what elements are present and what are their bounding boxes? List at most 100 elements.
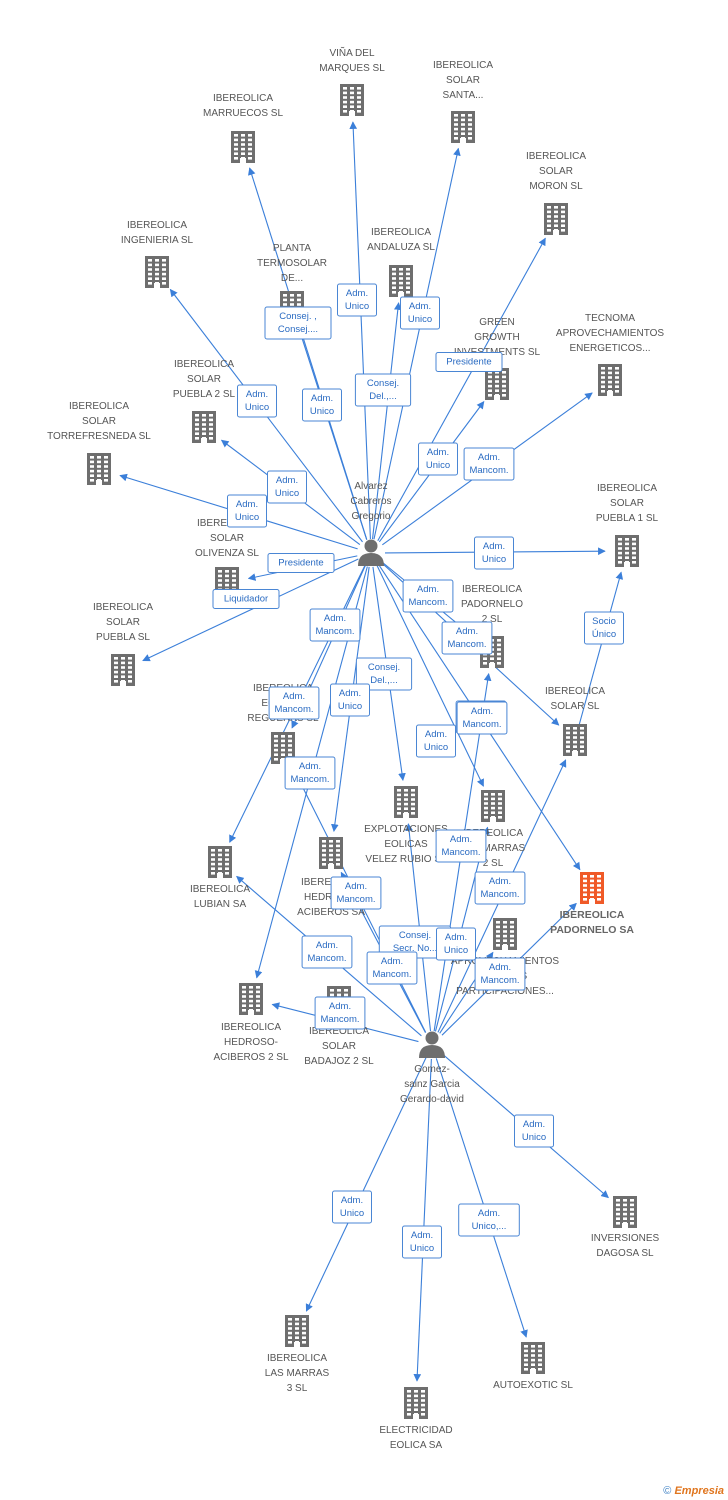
- edge-label-alvarez-moron[interactable]: Presidente: [435, 352, 503, 372]
- building-window: [397, 807, 401, 810]
- building-window: [162, 263, 166, 267]
- building-window: [248, 134, 252, 137]
- building-window: [249, 995, 253, 998]
- building-window: [256, 995, 260, 998]
- node-label: IBEREOLICA: [174, 359, 234, 370]
- edge-label-gomez-hedrosoSA[interactable]: Adm.Mancom.: [366, 951, 418, 985]
- edge-label-gomez-padornelo[interactable]: Adm.Mancom.: [474, 871, 526, 905]
- edge-label-alvarez-regueras[interactable]: Adm.Mancom.: [309, 608, 361, 642]
- node-label: GREEN: [479, 317, 515, 328]
- node-autoexotic[interactable]: AUTOEXOTIC SL: [493, 1342, 573, 1391]
- building-window: [498, 797, 502, 801]
- edge-label-alvarez-marras2[interactable]: Adm.Unico: [416, 724, 456, 758]
- edge-label-gomez-marras2[interactable]: Adm.Mancom.: [435, 829, 487, 863]
- edge-label-alvarez-puebla[interactable]: Liquidador: [212, 589, 280, 609]
- edge-label-alvarez-santa[interactable]: Adm.Unico: [400, 296, 440, 330]
- building-window: [302, 1341, 306, 1344]
- edge-label-alvarez-solar[interactable]: Adm.Mancom.: [441, 621, 493, 655]
- edge-label-alvarez-hedrosoSA[interactable]: Adm.Unico: [330, 683, 370, 717]
- node-label: ACIBEROS 2 SL: [213, 1052, 288, 1063]
- building-window: [295, 1331, 299, 1335]
- edge-label-alvarez-torre[interactable]: Adm.Unico: [227, 494, 267, 528]
- edge-label-box: [366, 951, 418, 985]
- edge-label-alvarez-olivenza[interactable]: Presidente: [267, 553, 335, 573]
- edge-label-gomez-electricidad[interactable]: Adm.Unico: [402, 1225, 442, 1259]
- edge-label-alvarez-velez[interactable]: Consej.Del.,...: [355, 657, 413, 691]
- building-window: [399, 277, 403, 280]
- node-label: IBEREOLICA: [462, 584, 522, 595]
- node-santa[interactable]: IBEREOLICASOLARSANTA...: [433, 60, 493, 143]
- building-window: [497, 639, 501, 642]
- edge-label-box: [400, 296, 440, 330]
- edge-label-alvarez-puebla2[interactable]: Adm.Unico: [302, 388, 342, 422]
- edge-label-text: Consej.: [368, 662, 400, 673]
- node-label: VIÑA DEL: [329, 46, 374, 59]
- edge-label-gomez-aprov[interactable]: Adm.Mancom.: [474, 957, 526, 991]
- building-window: [288, 1336, 292, 1339]
- edge-label-alvarez-marruecos[interactable]: Adm.Unico: [237, 384, 277, 418]
- edge-label-gomez-autoexotic[interactable]: Adm.Unico,...: [458, 1203, 520, 1237]
- edge-label-gomez-lubian[interactable]: Adm.Mancom.: [301, 935, 353, 969]
- building-window: [343, 110, 347, 113]
- edge-label-alvarez-lubian[interactable]: Adm.Mancom.: [268, 686, 320, 720]
- edge-label-alvarez-green[interactable]: Adm.Unico: [418, 442, 458, 476]
- edge-label-alvarez-hedroso2[interactable]: Adm.Mancom.: [284, 756, 336, 790]
- edge-label-alvarez-planta[interactable]: Consej. ,Consej....: [264, 306, 332, 340]
- building-window: [295, 1318, 299, 1321]
- building-icon: [544, 203, 568, 235]
- edge-label-gomez-solar[interactable]: Adm.Mancom.: [456, 701, 508, 735]
- node-tecnoma[interactable]: TECNOMAAPROVECHAMIENTOSENERGETICOS...: [556, 313, 664, 396]
- edge-label-alvarez-ingenieria[interactable]: Adm.Unico: [267, 470, 307, 504]
- edge-label-alvarez-tecnoma[interactable]: Adm.Mancom.: [463, 447, 515, 481]
- edge-label-alvarez-padornelo2[interactable]: Adm.Mancom.: [402, 579, 454, 613]
- edge-alvarez-planta: [297, 327, 368, 540]
- edge-label-gomez-marras3[interactable]: Adm.Unico: [332, 1190, 372, 1224]
- building-window: [618, 538, 622, 541]
- edge-alvarez-marras2: [376, 565, 484, 787]
- building-window: [288, 735, 292, 738]
- node-olivenza[interactable]: IBEREOLICASOLAROLIVENZA SL: [195, 518, 259, 599]
- building-window: [218, 579, 222, 582]
- edge-label-gomez-hedroso2[interactable]: Adm.Mancom.: [314, 996, 366, 1030]
- credit[interactable]: © Empresia: [663, 1485, 724, 1497]
- edge-label-gomez-regueras[interactable]: Adm.Mancom.: [330, 876, 382, 910]
- edge-alvarez-vina: [349, 121, 371, 540]
- edge-label-box: [301, 935, 353, 969]
- building-window: [615, 380, 619, 384]
- edge-label-alvarez-andaluza[interactable]: Consej.Del.,...: [354, 373, 412, 407]
- edge-label-gomez-padornelo2[interactable]: Adm.Unico: [436, 927, 476, 961]
- node-label: IBEREOLICA: [526, 151, 586, 162]
- edge-label-alvarez-vina[interactable]: Adm.Unico: [337, 283, 377, 317]
- edge-label-text: Adm.: [339, 688, 361, 699]
- building-window: [281, 748, 285, 752]
- building-window: [225, 570, 229, 573]
- edge-label-alvarez-puebla1[interactable]: Adm.Unico: [474, 536, 514, 570]
- building-window: [209, 423, 213, 426]
- building-window: [618, 551, 622, 555]
- edge-label-gomez-dagosa[interactable]: Adm.Unico: [514, 1114, 554, 1148]
- building-window: [392, 277, 396, 280]
- building-window: [573, 736, 577, 739]
